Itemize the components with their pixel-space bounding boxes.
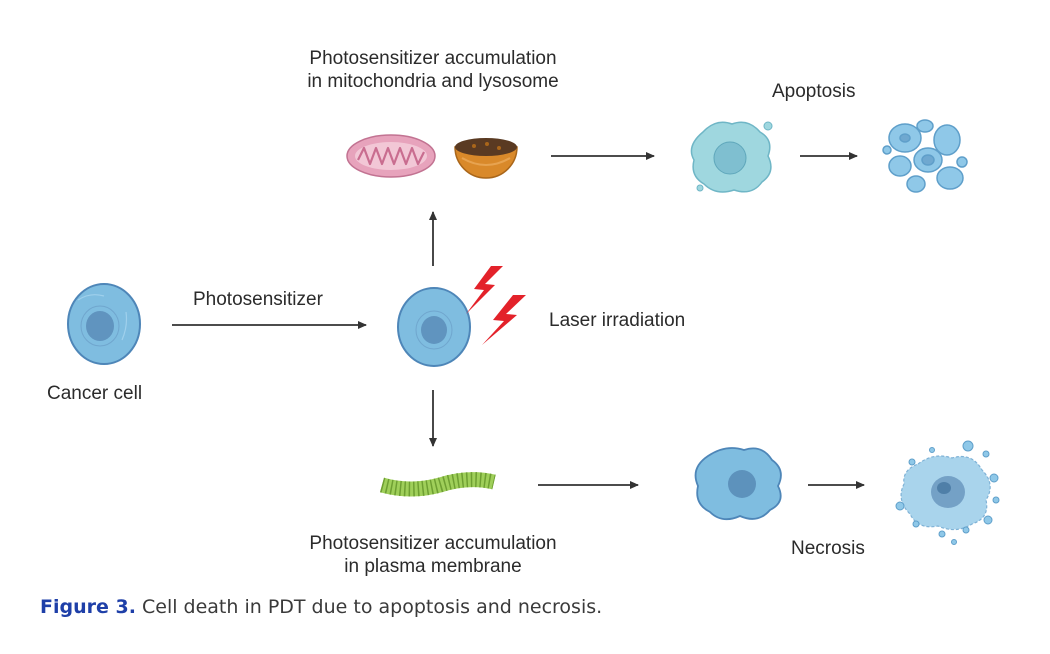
top-accumulation-line-2: in mitochondria and lysosome — [307, 71, 559, 92]
mitochondria-icon — [346, 134, 436, 178]
figure-caption: Figure 3. Cell death in PDT due to apopt… — [40, 596, 602, 618]
cancer-cell-icon — [67, 283, 141, 365]
ruptured-cell-icon — [895, 440, 1000, 545]
plasma-membrane-icon — [380, 472, 496, 497]
bottom-accumulation-line-2: in plasma membrane — [344, 556, 522, 577]
photosensitizer-label: Photosensitizer — [193, 289, 323, 310]
apoptotic-cell-icon — [690, 121, 773, 193]
lysosome-icon — [454, 138, 518, 179]
laser-bolt-icon — [466, 266, 526, 345]
bottom-accumulation-line-1: Photosensitizer accumulation — [309, 533, 557, 554]
top-accumulation-label: Photosensitizer accumulation in mitochon… — [278, 47, 588, 93]
laser-irradiation-label: Laser irradiation — [549, 310, 686, 331]
apoptotic-bodies-icon — [882, 119, 968, 193]
necrosis-label: Necrosis — [791, 538, 865, 559]
apoptosis-label: Apoptosis — [772, 81, 856, 102]
necrotic-cell-icon — [694, 447, 782, 521]
top-accumulation-line-1: Photosensitizer accumulation — [309, 48, 557, 69]
bottom-accumulation-label: Photosensitizer accumulation in plasma m… — [278, 532, 588, 578]
figure-number: Figure 3. — [40, 596, 136, 618]
cancer-cell-label: Cancer cell — [47, 383, 143, 404]
caption-text: Cell death in PDT due to apoptosis and n… — [141, 596, 603, 618]
treated-cell-icon — [397, 287, 471, 367]
